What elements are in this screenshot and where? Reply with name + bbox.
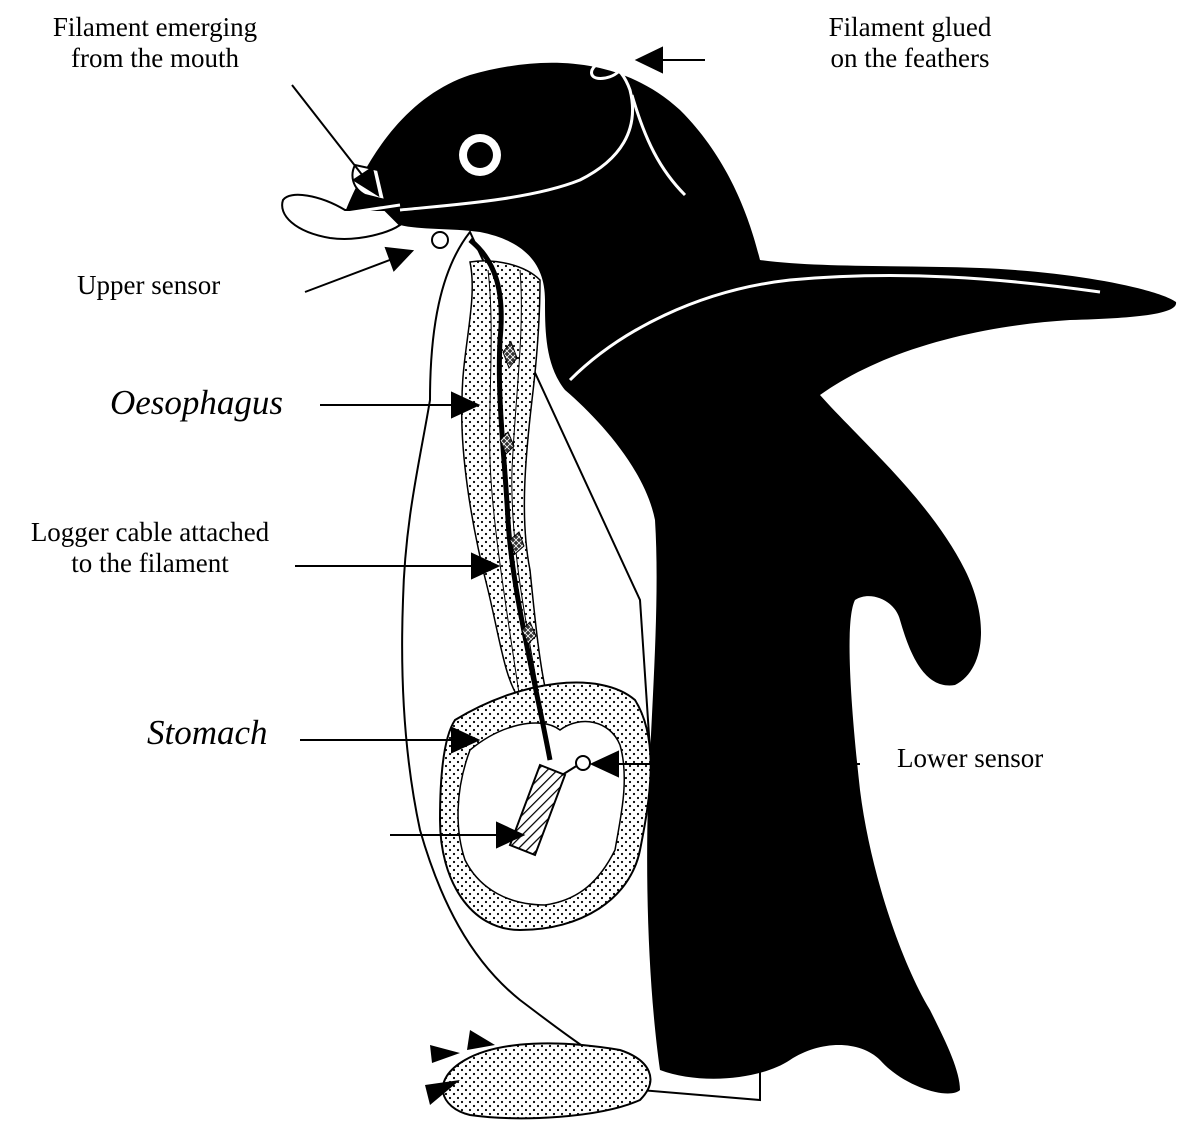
lower-sensor-icon bbox=[576, 756, 590, 770]
label-stomach: Stomach bbox=[147, 713, 268, 753]
label-lower-sensor: Lower sensor bbox=[897, 743, 1043, 774]
label-logger-cable: Logger cable attached to the filament bbox=[5, 517, 295, 579]
arrow-head-feathers bbox=[637, 48, 662, 72]
label-logger-cable-line1: Logger cable attached bbox=[5, 517, 295, 548]
label-filament-glued: Filament glued on the feathers bbox=[790, 12, 1030, 74]
upper-sensor-icon bbox=[432, 232, 448, 248]
label-filament-mouth: Filament emerging from the mouth bbox=[10, 12, 300, 74]
label-filament-mouth-line2: from the mouth bbox=[10, 43, 300, 74]
label-logger-cable-line2: to the filament bbox=[5, 548, 295, 579]
label-filament-glued-line1: Filament glued bbox=[790, 12, 1030, 43]
label-filament-mouth-line1: Filament emerging bbox=[10, 12, 300, 43]
foot bbox=[443, 1043, 651, 1118]
label-oesophagus: Oesophagus bbox=[110, 383, 283, 423]
label-upper-sensor: Upper sensor bbox=[77, 270, 220, 301]
arrow-head-upper bbox=[386, 248, 412, 270]
eye-pupil-icon bbox=[467, 142, 493, 168]
label-filament-glued-line2: on the feathers bbox=[790, 43, 1030, 74]
